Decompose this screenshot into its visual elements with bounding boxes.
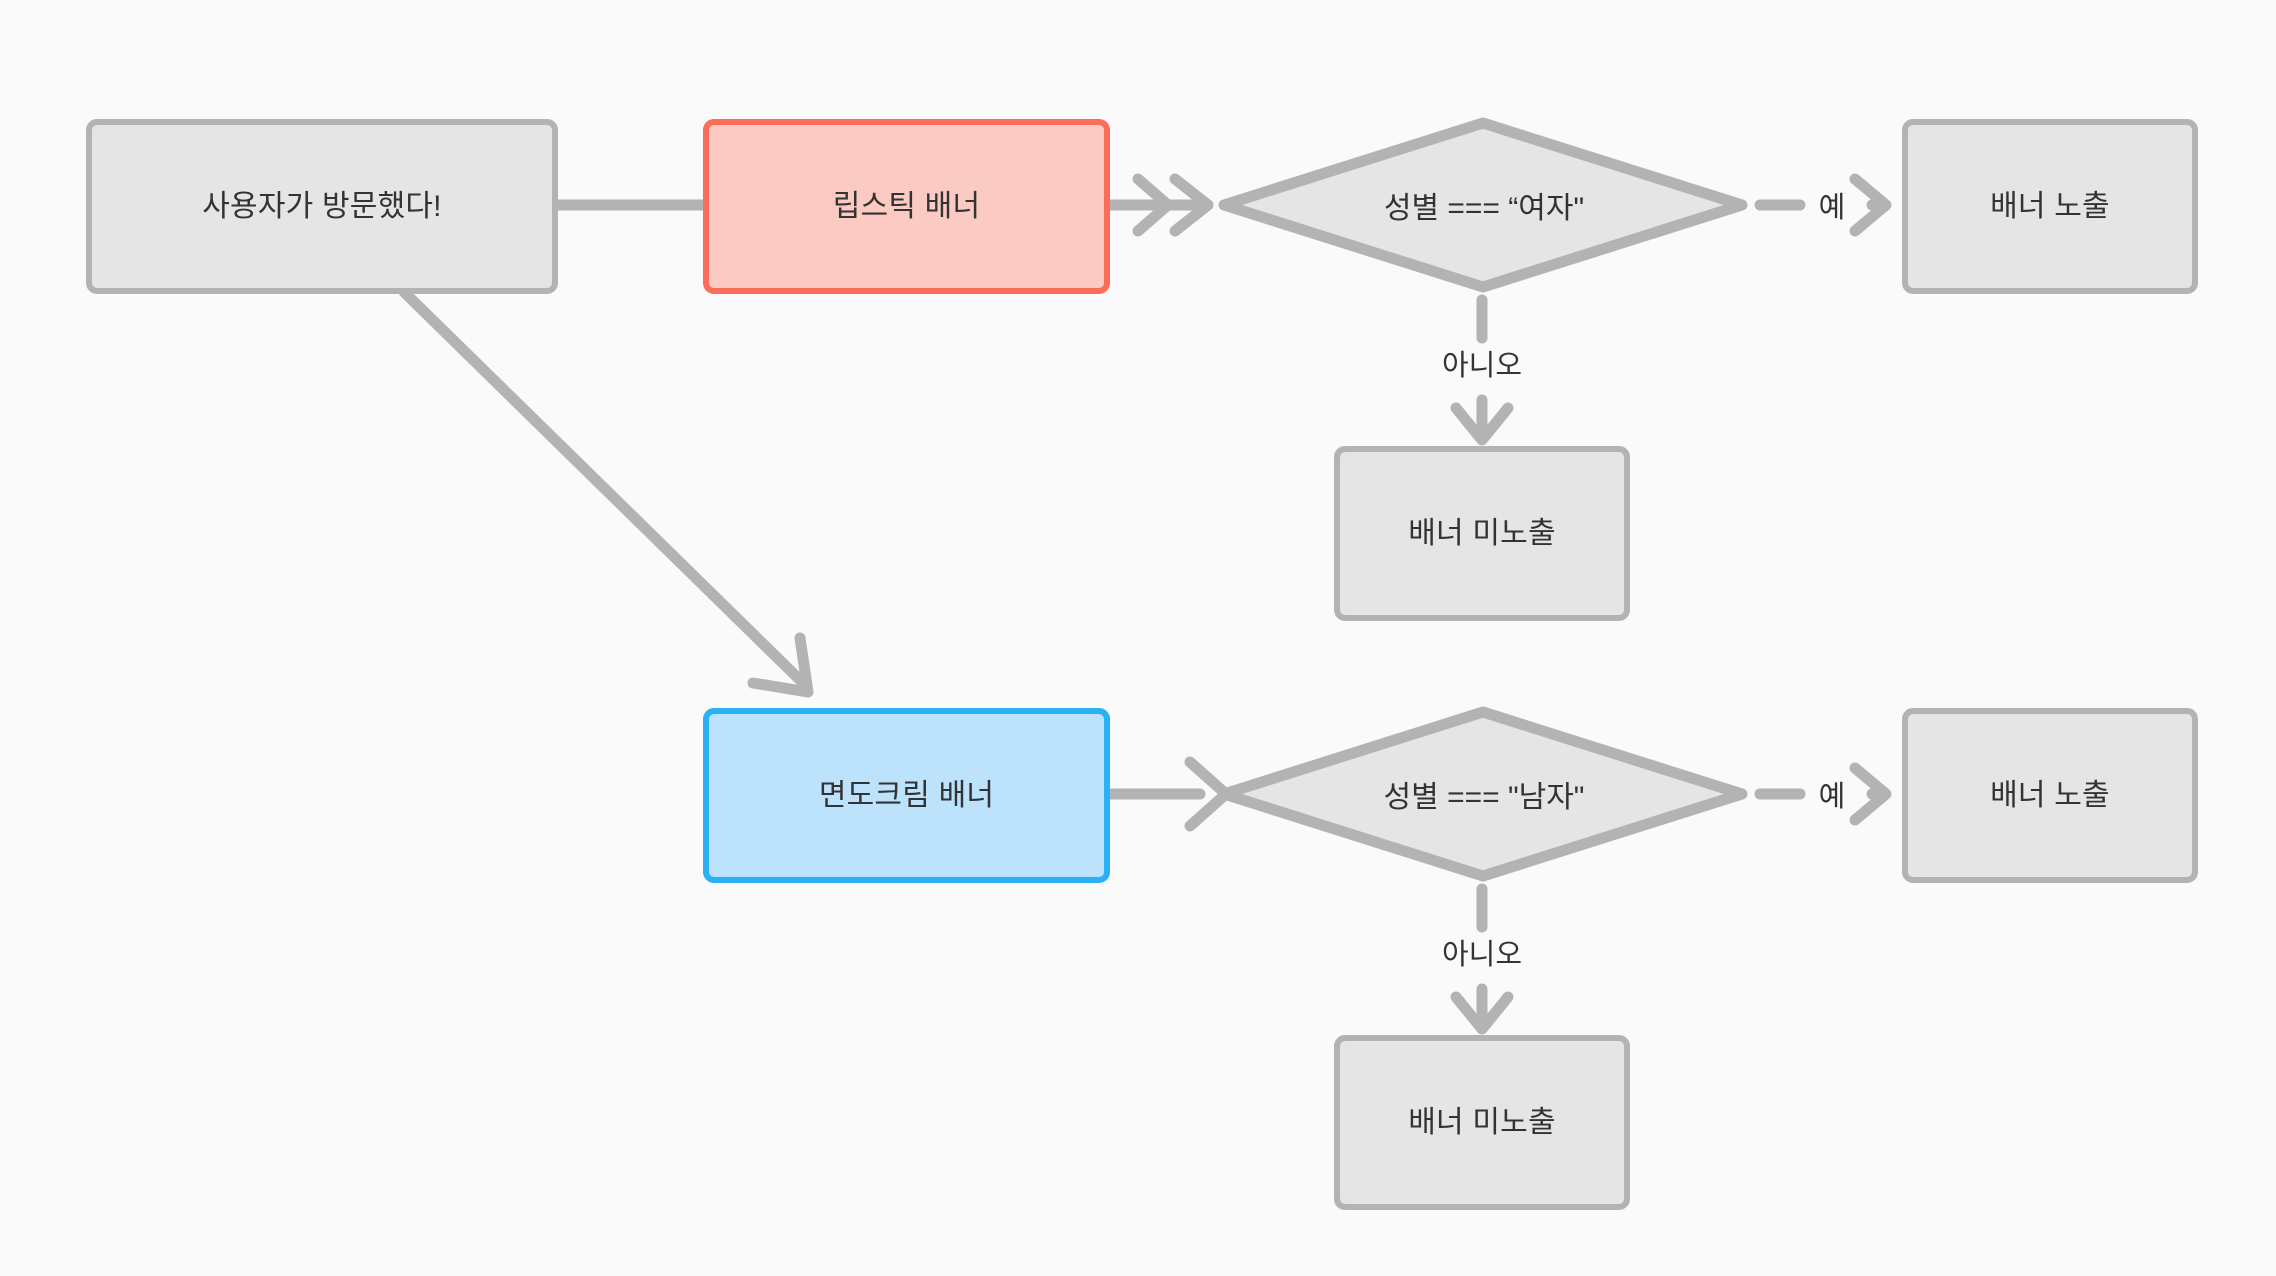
node-hide-banner-top-label: 배너 미노출: [1408, 517, 1556, 550]
edge-gender-male-no: [1450, 883, 1514, 1035]
edge-gender-female-yes: [1754, 173, 1892, 237]
node-show-banner-bottom[interactable]: 배너 노출: [1902, 708, 2198, 883]
edge-label-no-bottom: 아니오: [1441, 939, 1523, 971]
edge-gender-female-no: [1450, 294, 1514, 446]
node-lipstick-banner[interactable]: 립스틱 배너: [703, 119, 1110, 294]
edge-gender-male-yes: [1754, 762, 1892, 826]
node-hide-banner-bottom[interactable]: 배너 미노출: [1334, 1035, 1630, 1210]
node-shaving-cream-banner[interactable]: 면도크림 배너: [703, 708, 1110, 883]
node-hide-banner-top[interactable]: 배너 미노출: [1334, 446, 1630, 621]
edge-label-no-top: 아니오: [1441, 350, 1523, 382]
node-show-banner-top-label: 배너 노출: [1990, 190, 2110, 223]
edge-lipstick-to-gender-female: [1104, 173, 1214, 237]
edge-start-to-shaving-cream: [398, 286, 814, 698]
node-shaving-cream-banner-label: 면도크림 배너: [818, 779, 995, 812]
node-hide-banner-bottom-label: 배너 미노출: [1408, 1106, 1556, 1139]
node-lipstick-banner-label: 립스틱 배너: [832, 190, 981, 223]
edge-label-yes-top: 예: [1818, 192, 1846, 224]
node-show-banner-bottom-label: 배너 노출: [1990, 779, 2110, 812]
diamond-gender-female[interactable]: [1218, 117, 1748, 293]
node-show-banner-top[interactable]: 배너 노출: [1902, 119, 2198, 294]
edge-label-yes-bottom: 예: [1818, 781, 1846, 813]
edge-shaving-cream-to-gender-male: [1104, 756, 1232, 832]
node-start[interactable]: 사용자가 방문했다!: [86, 119, 558, 294]
node-start-label: 사용자가 방문했다!: [202, 190, 442, 223]
diamond-gender-male[interactable]: [1218, 706, 1748, 882]
